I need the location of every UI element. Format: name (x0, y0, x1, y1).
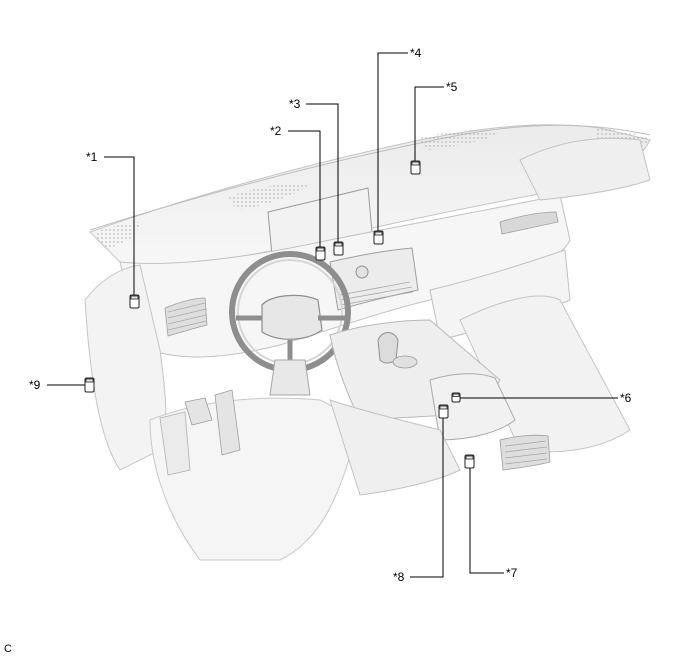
callout-2-label: *2 (270, 124, 282, 138)
connector-6 (451, 392, 461, 403)
connector-9 (84, 377, 95, 393)
rear-vent-slats (504, 440, 548, 465)
footrest (159, 411, 191, 476)
callout-8-leader (410, 413, 444, 578)
right-vent (499, 211, 559, 235)
callout-3-label: *3 (289, 97, 301, 111)
callout-1-label: *1 (86, 150, 98, 164)
right-a-pillar (519, 137, 651, 201)
callout-1-leader (104, 156, 135, 296)
callout-7-label: *7 (506, 566, 518, 580)
callout-9-label: *9 (29, 378, 41, 392)
center-vent-slats (339, 281, 414, 306)
right-speaker-grille (419, 130, 500, 150)
left-vent (164, 297, 208, 337)
center-knob (355, 265, 369, 279)
connector-3 (333, 241, 344, 256)
callout-3-leader (306, 103, 339, 243)
rear-console-vents (499, 434, 551, 471)
left-vent-slats (167, 302, 207, 331)
pedal-1 (214, 389, 241, 456)
center-speaker-grille (229, 183, 310, 210)
console-armrest (429, 373, 516, 441)
center-control-panel (329, 247, 419, 311)
connector-7 (464, 454, 475, 469)
callout-5-label: *5 (446, 80, 458, 94)
callout-7-leader (469, 458, 504, 574)
center-tunnel (329, 399, 461, 496)
pedal-2 (184, 397, 213, 426)
left-speaker-grille (95, 222, 140, 248)
corner-letter: C (4, 643, 12, 655)
connector-1 (129, 294, 140, 309)
connector-5 (410, 160, 421, 175)
callout-8-label: *8 (393, 570, 405, 584)
connector-8 (438, 404, 449, 419)
steering-wheel-hub (261, 294, 323, 340)
callout-4-label: *4 (410, 46, 422, 60)
callout-2-leader (288, 130, 321, 248)
callout-4-leader (377, 52, 408, 232)
callout-6-label: *6 (620, 391, 632, 405)
steering-column (269, 359, 311, 396)
callout-5-leader (414, 86, 444, 162)
cup-holder-1 (392, 355, 418, 369)
connector-2 (315, 246, 326, 261)
connector-4 (373, 230, 384, 245)
